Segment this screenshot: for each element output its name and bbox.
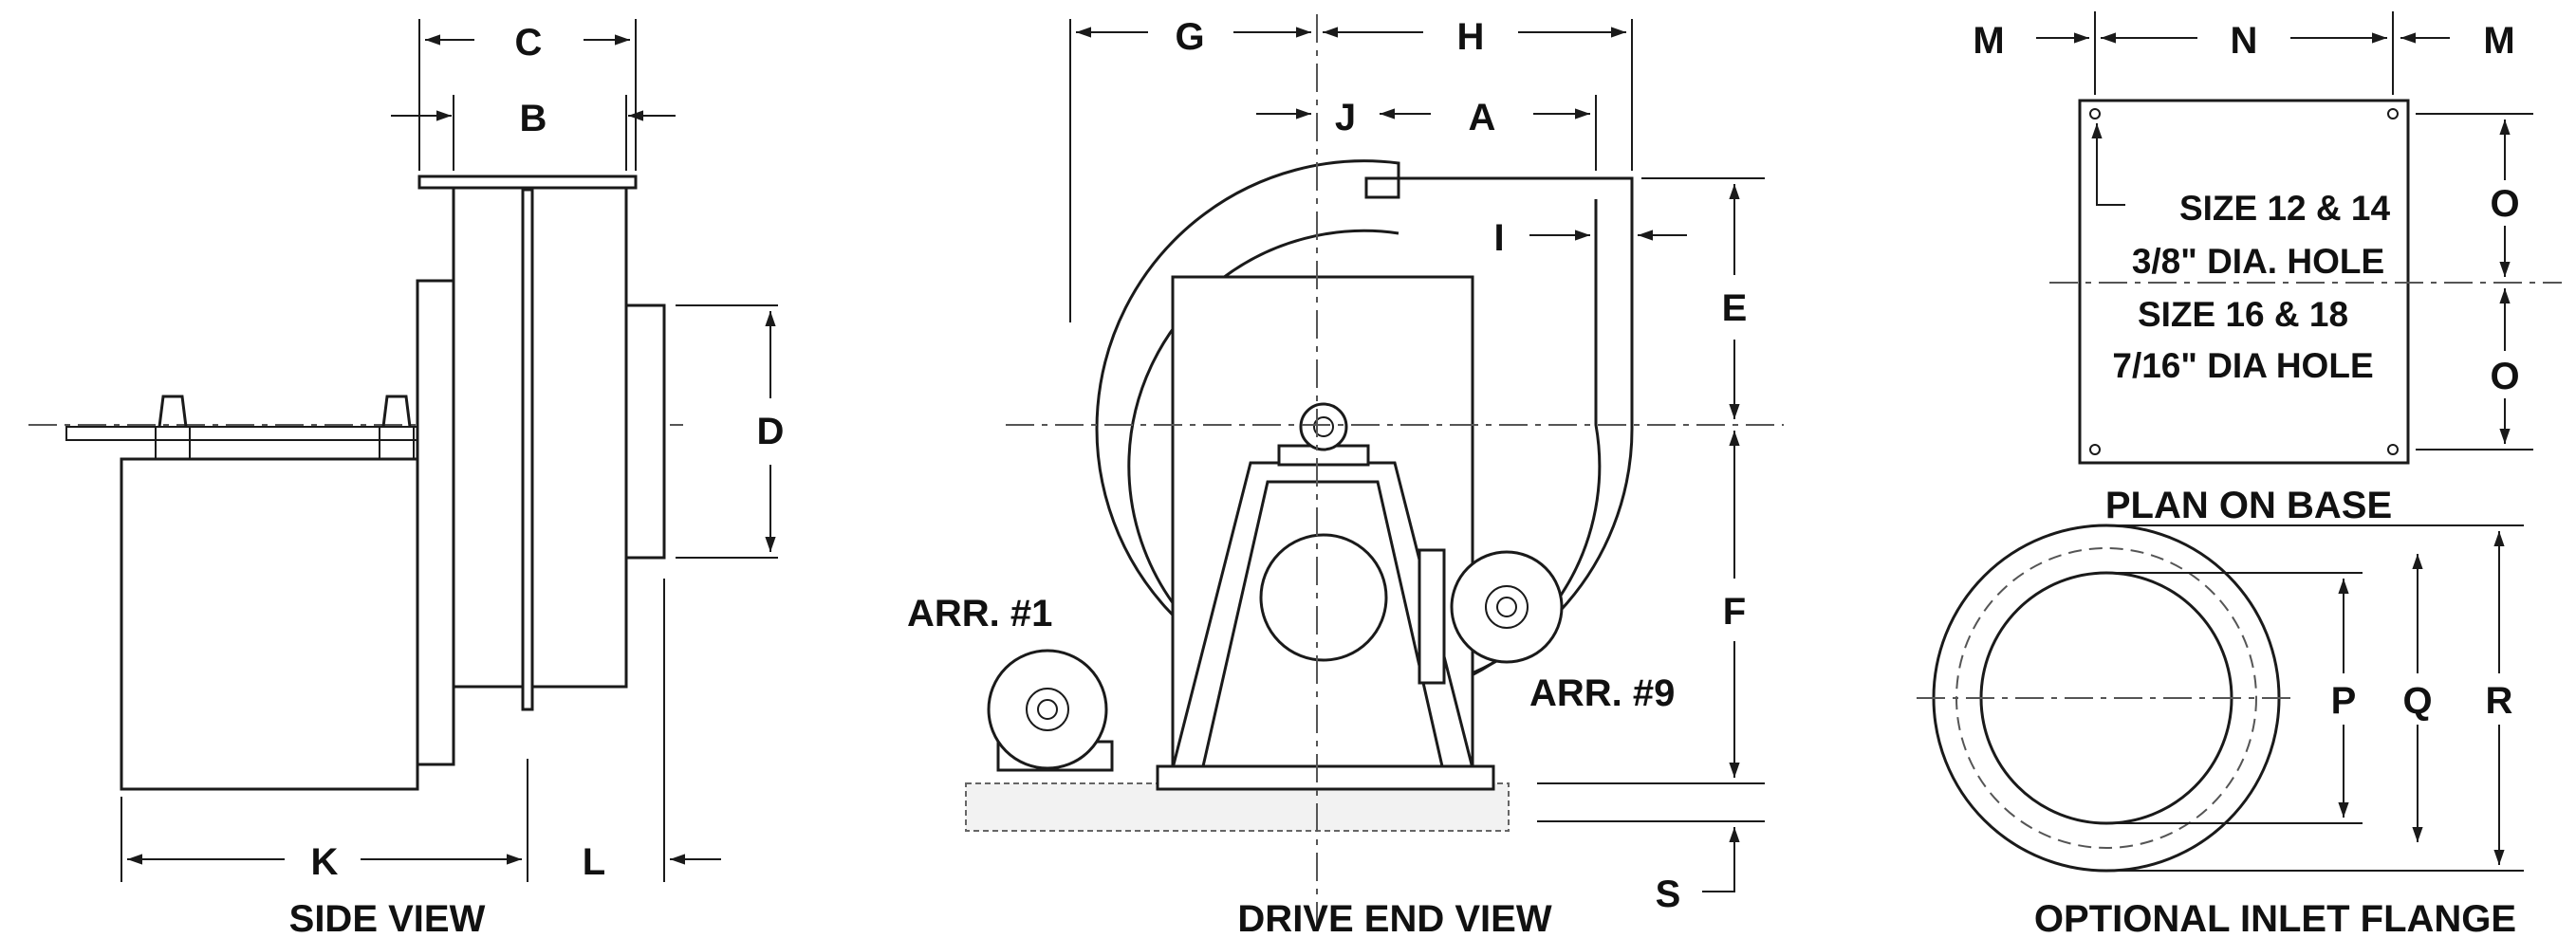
pedestal-foot <box>1156 764 1495 791</box>
arr1-label: ARR. #1 <box>907 593 1052 635</box>
hole-note-line4: 7/16" DIA HOLE <box>2112 346 2373 385</box>
center-plate <box>521 188 534 711</box>
dim-s-label: S <box>1656 874 1681 915</box>
motor-arr9 <box>1450 550 1564 664</box>
dim-q-label: Q <box>2402 680 2432 722</box>
bolt-hole <box>2387 444 2399 455</box>
side-view-title: SIDE VIEW <box>289 898 486 938</box>
inlet-flange-title: OPTIONAL INLET FLANGE <box>2034 898 2516 938</box>
dim-i-label: I <box>1493 217 1504 259</box>
bolt-hole <box>2387 108 2399 120</box>
hole-note-line1: SIZE 12 & 14 <box>2179 189 2391 228</box>
motor-arr1-hub <box>1026 688 1069 731</box>
bearing-top-bore <box>1313 416 1334 437</box>
dim-j-label: J <box>1335 97 1356 138</box>
motor-arr9-hub <box>1485 585 1529 629</box>
scroll-housing <box>452 184 628 689</box>
dim-b-label: B <box>520 98 547 139</box>
drive-end-view-title: DRIVE END VIEW <box>1237 898 1551 938</box>
shaft <box>65 426 428 441</box>
dim-p-label: P <box>2331 680 2357 722</box>
drive-end-view: G H J A I E F S ARR. #1 ARR. #9 DRIVE EN… <box>907 14 1784 938</box>
dim-f-label: F <box>1723 591 1746 633</box>
dim-e-label: E <box>1722 287 1748 329</box>
dim-m-left-label: M <box>1973 20 2004 62</box>
bolt-hole <box>2089 108 2101 120</box>
pedestal <box>120 457 419 791</box>
bolt-hole <box>2089 444 2101 455</box>
plan-on-base: M N M O O SIZE 12 & 14 3/8" DIA. HOLE SI… <box>1973 11 2562 526</box>
arr9-label: ARR. #9 <box>1529 672 1675 714</box>
dim-m-right-label: M <box>2483 20 2514 62</box>
bearing-left-base <box>155 426 191 460</box>
hole-note-line3: SIZE 16 & 18 <box>2138 295 2348 334</box>
outlet-flange <box>417 175 638 190</box>
dim-c-label: C <box>515 22 543 64</box>
side-view: C B D K L SIDE VIEW <box>28 19 784 938</box>
dim-s-leader <box>1702 827 1740 892</box>
inlet-flange: P Q R OPTIONAL INLET FLANGE <box>1917 524 2524 938</box>
plan-on-base-title: PLAN ON BASE <box>2105 485 2392 526</box>
dim-n-label: N <box>2231 20 2258 62</box>
dim-d-label: D <box>757 411 785 452</box>
dim-l-label: L <box>583 841 605 883</box>
dim-h-label: H <box>1457 16 1485 58</box>
motor-arr9-shaft <box>1496 597 1517 617</box>
shaft-hub <box>1259 533 1388 662</box>
dim-a-label: A <box>1469 97 1496 138</box>
bearing-left <box>158 395 188 428</box>
dim-k-label: K <box>311 841 339 883</box>
pedestal-inner <box>1201 480 1444 767</box>
motor-arr1 <box>987 649 1108 770</box>
bearing-right <box>381 395 412 428</box>
dim-g-label: G <box>1175 16 1204 58</box>
hole-leader <box>2091 123 2125 206</box>
bearing-right-base <box>379 426 415 460</box>
bearing-top <box>1299 402 1348 451</box>
housing-backplate <box>416 279 455 766</box>
motor-arr1-shaft <box>1037 699 1058 720</box>
inlet-collar <box>624 303 666 560</box>
dim-r-label: R <box>2486 680 2513 722</box>
dim-o-bottom-label: O <box>2490 356 2519 397</box>
hole-note-line2: 3/8" DIA. HOLE <box>2132 242 2384 281</box>
motor-bracket-9 <box>1418 548 1446 685</box>
dim-o-top-label: O <box>2490 183 2519 225</box>
